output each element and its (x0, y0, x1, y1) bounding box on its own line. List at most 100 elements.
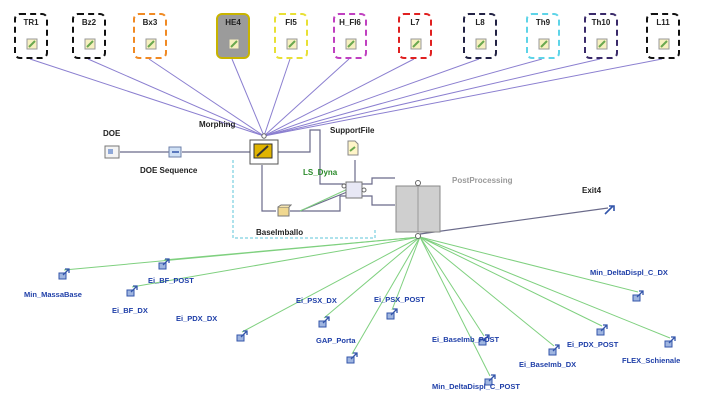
output-icon[interactable] (318, 316, 330, 328)
output-label-min-deltadispl-c-dx: Min_DeltaDispl_C_DX (590, 268, 668, 277)
file-icon (347, 140, 359, 156)
input-link (263, 58, 663, 137)
input-link (263, 58, 480, 137)
input-box-fi5[interactable]: FI5 (274, 13, 308, 59)
input-link (29, 58, 265, 137)
output-icon[interactable] (158, 258, 170, 270)
postprocessing-label: PostProcessing (452, 176, 513, 185)
output-link (351, 236, 421, 355)
doe-sequence-node[interactable] (168, 145, 184, 159)
input-link (263, 58, 601, 137)
output-link (419, 236, 491, 377)
output-link (419, 236, 555, 347)
output-label-min-deltadispl-c-post: Min_DeltaDispl_C_POST (432, 382, 520, 391)
baseimballo-label: BaseImballo (256, 228, 304, 237)
output-icon[interactable] (478, 334, 490, 346)
doe-icon (104, 145, 120, 159)
cube-icon (277, 204, 293, 217)
input-label: L7 (410, 18, 420, 27)
doe-node[interactable] (104, 145, 120, 159)
input-box-th9[interactable]: Th9 (526, 13, 560, 59)
ls-dyna-port-b[interactable] (361, 187, 367, 193)
flow-links (120, 129, 609, 235)
input-link (263, 58, 543, 137)
ls-dyna-node[interactable] (345, 181, 363, 199)
output-icon[interactable] (126, 285, 138, 297)
output-label-ei-baseimb-dx: Ei_BaseImb_DX (519, 360, 577, 369)
dashed-group-region (232, 160, 376, 239)
morphing-port-top[interactable] (261, 133, 267, 139)
output-icon[interactable] (236, 330, 248, 342)
input-link (87, 58, 265, 137)
output-link (131, 236, 421, 288)
input-label: Bx3 (142, 18, 158, 27)
input-box-l7[interactable]: L7 (398, 13, 432, 59)
output-icon[interactable] (548, 344, 560, 356)
doe-sequence-label: DOE Sequence (140, 166, 198, 175)
parameter-icon (596, 38, 608, 50)
input-box-th10[interactable]: Th10 (584, 13, 618, 59)
output-label-ei-psx-post: Ei_PSX_POST (374, 295, 425, 304)
output-label-gap-porta: GAP_Porta (316, 336, 356, 345)
parameter-icon (410, 38, 422, 50)
output-label-min-massabase: Min_MassaBase (24, 290, 82, 299)
output-label-flex-schienale: FLEX_Schienale (622, 356, 681, 365)
output-icon[interactable] (484, 374, 496, 386)
input-label: L8 (475, 18, 485, 27)
output-link (323, 236, 421, 319)
input-box-bz2[interactable]: Bz2 (72, 13, 106, 59)
input-link (231, 58, 265, 137)
output-label-ei-pdx-dx: Ei_PDX_DX (176, 314, 218, 323)
input-link (263, 58, 291, 137)
postprocessing-port-in[interactable] (415, 180, 421, 186)
output-icon[interactable] (386, 308, 398, 320)
output-link (419, 236, 603, 327)
output-link (419, 236, 485, 337)
parameter-icon (228, 38, 240, 50)
support-file-label: SupportFile (330, 126, 375, 135)
output-label-ei-psx-dx: Ei_PSX_DX (296, 296, 337, 305)
input-label: Th10 (591, 18, 611, 27)
output-icon[interactable] (346, 352, 358, 364)
input-box-he4[interactable]: HE4 (216, 13, 250, 59)
output-icon[interactable] (596, 324, 608, 336)
input-label: HE4 (225, 18, 241, 27)
exit-label: Exit4 (582, 186, 602, 195)
ls-dyna-label: LS_Dyna (303, 168, 338, 177)
support-file-node[interactable] (346, 140, 360, 156)
input-link (148, 58, 265, 137)
parameter-icon (145, 38, 157, 50)
output-link (419, 236, 639, 293)
output-icon[interactable] (664, 336, 676, 348)
parameter-icon (658, 38, 670, 50)
input-link (263, 58, 350, 137)
input-label: Bz2 (81, 18, 97, 27)
output-link (419, 236, 671, 339)
baseimballo-node[interactable] (276, 204, 293, 218)
output-label-ei-baseimb-post: Ei_BaseImb_POST (432, 335, 500, 344)
input-label: FI5 (285, 18, 297, 27)
parameter-icon (84, 38, 96, 50)
exit-icon (604, 205, 615, 215)
ls-dyna-link (299, 187, 351, 212)
output-links (63, 236, 671, 377)
output-icon[interactable] (632, 290, 644, 302)
input-box-l8[interactable]: L8 (463, 13, 497, 59)
output-label-ei-pdx-post: Ei_PDX_POST (567, 340, 619, 349)
parameter-icon (345, 38, 357, 50)
parameter-icon (475, 38, 487, 50)
ls-dyna-port-a[interactable] (341, 183, 347, 189)
output-label-ei-bf-dx: Ei_BF_DX (112, 306, 148, 315)
morphing-node-glyph (256, 145, 269, 157)
input-box-bx3[interactable]: Bx3 (133, 13, 167, 59)
exit-node[interactable] (604, 202, 616, 215)
input-box-h_fi6[interactable]: H_FI6 (333, 13, 367, 59)
parameter-icon (286, 38, 298, 50)
input-box-l11[interactable]: L11 (646, 13, 680, 59)
output-label-ei-bf-post: Ei_BF_POST (148, 276, 194, 285)
input-box-tr1[interactable]: TR1 (14, 13, 48, 59)
input-label: L11 (656, 18, 670, 27)
postprocessing-port-out[interactable] (415, 233, 421, 239)
output-icon[interactable] (58, 268, 70, 280)
